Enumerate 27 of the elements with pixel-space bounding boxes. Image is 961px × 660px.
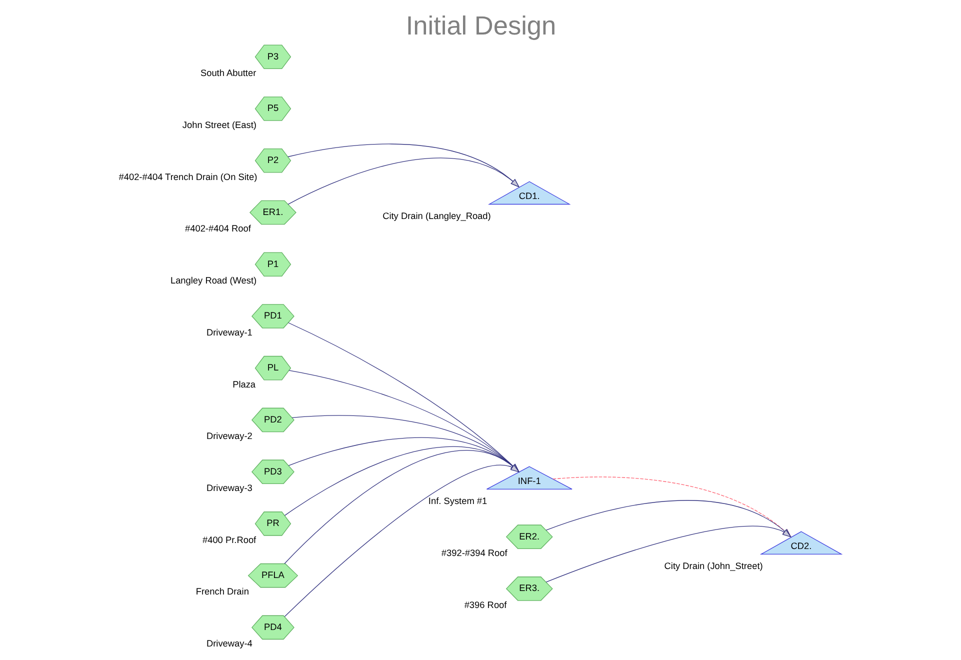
- node-label: South Abutter: [200, 68, 256, 78]
- node-label: City Drain (Langley_Road): [382, 211, 490, 222]
- node-label: John Street (East): [182, 120, 256, 130]
- arrow: [284, 464, 520, 617]
- node-label: Driveway-4: [206, 638, 252, 649]
- node-label: Driveway-1: [206, 327, 252, 338]
- node-label: Plaza: [232, 379, 256, 390]
- node-label: Driveway-3: [206, 483, 252, 493]
- node-label: #400 Pr.Roof: [202, 534, 256, 545]
- node-label: #402-#404 Trench Drain (On Site): [118, 172, 257, 182]
- arrow: [288, 370, 520, 473]
- node-label: Langley Road (West): [170, 276, 256, 286]
- arrow: [287, 158, 520, 205]
- arrow: [284, 446, 520, 516]
- node-label: Inf. System #1: [428, 496, 487, 506]
- node-label: #396 Roof: [464, 600, 506, 610]
- node-label: #402-#404 Roof: [184, 224, 250, 234]
- arrow: [291, 415, 520, 472]
- node-label: #392-#394 Roof: [440, 548, 507, 558]
- arrow: [287, 144, 520, 188]
- arrow: [288, 437, 520, 472]
- arrow: [284, 450, 520, 564]
- diagram-title: Initial Design: [405, 10, 556, 41]
- node-label: City Drain (John_Street): [664, 561, 762, 572]
- node-label: Driveway-2: [206, 431, 252, 442]
- node-label: French Drain: [195, 586, 248, 597]
- arrow: [288, 322, 520, 473]
